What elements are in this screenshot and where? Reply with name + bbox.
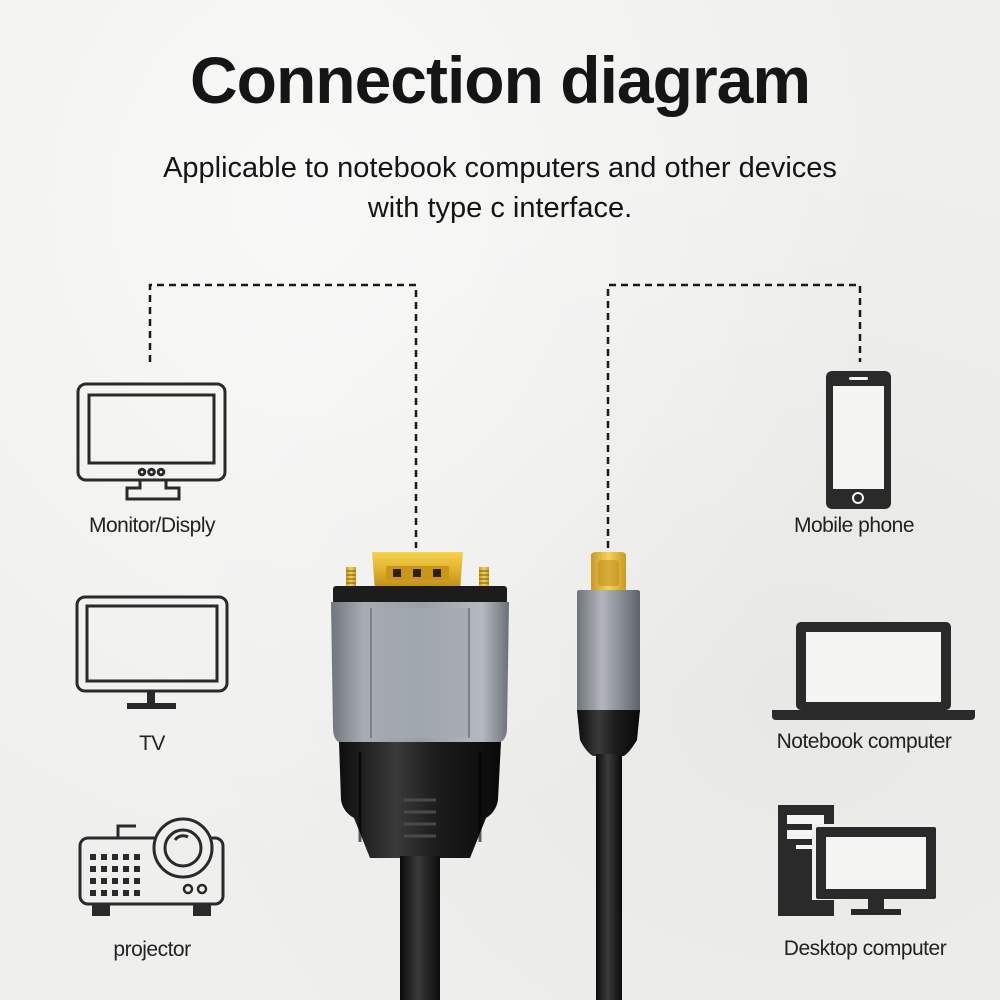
desktop-computer-icon: [778, 805, 936, 916]
dashed-guide-right: [606, 283, 862, 548]
label-desktop-computer: Desktop computer: [783, 937, 947, 960]
tv-icon: [75, 595, 229, 709]
mobile-phone-icon: [826, 371, 891, 509]
page-title: Connection diagram: [189, 43, 811, 117]
thumb-screw-left: [346, 567, 356, 589]
grip-lines: [404, 798, 436, 838]
label-monitor: Monitor/Disply: [88, 514, 216, 537]
page-subtitle: Applicable to notebook computers and oth…: [163, 152, 837, 224]
vga-connector: [331, 552, 509, 1000]
label-mobile-phone: Mobile phone: [793, 514, 915, 537]
dashed-guide-left: [148, 283, 418, 548]
label-projector: projector: [113, 938, 191, 961]
label-notebook-computer: Notebook computer: [776, 730, 952, 753]
notebook-computer-icon: [772, 622, 975, 720]
projector-icon: [78, 817, 225, 916]
thumb-screw-right: [479, 567, 489, 589]
label-tv: TV: [139, 732, 165, 755]
usb-type-c-connector: [577, 552, 640, 1000]
monitor-icon: [76, 382, 227, 501]
